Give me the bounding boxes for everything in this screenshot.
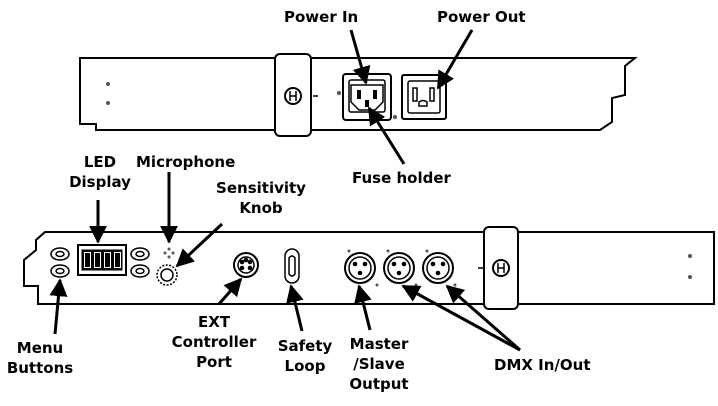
top-screw-2 — [106, 101, 110, 105]
arrow-menu-buttons — [49, 278, 68, 335]
arrow-power-in — [349, 29, 371, 85]
power-out-outlet — [401, 74, 447, 120]
label-line: LED — [83, 153, 117, 171]
label-line: Display — [69, 173, 131, 191]
label-menu-buttons: Menu Buttons — [2, 338, 78, 378]
menu-buttons-left — [50, 247, 70, 278]
label-microphone: Microphone — [136, 153, 236, 171]
label-line: EXT — [197, 313, 231, 331]
safety-loop — [284, 248, 300, 284]
menu-buttons-right — [130, 247, 150, 278]
label-dmx-in-out: DMX In/Out — [494, 356, 591, 374]
arrow-ext-port — [217, 277, 243, 305]
sensitivity-knob — [156, 264, 178, 286]
label-line: Buttons — [6, 359, 74, 377]
arrow-dmx-in — [401, 284, 521, 352]
label-line: Menu — [16, 339, 64, 357]
ext-controller-port — [233, 252, 259, 278]
label-master-slave-output: Master /Slave Output — [344, 334, 414, 394]
label-line: Safety — [277, 337, 333, 355]
label-line: Controller — [171, 333, 257, 351]
label-line: Loop — [284, 357, 326, 375]
bottom-screw-1 — [688, 254, 692, 258]
label-line: Knob — [239, 199, 283, 217]
label-power-in: Power In — [284, 8, 359, 26]
xlr-connector-dmx-in — [383, 249, 418, 287]
top-rail-left — [79, 57, 293, 131]
label-line: Port — [196, 353, 232, 371]
bottom-screw-2 — [688, 275, 692, 279]
label-ext-controller-port: EXT Controller Port — [168, 312, 260, 372]
arrow-safety-loop — [286, 284, 304, 332]
top-screw-1 — [106, 82, 110, 86]
label-line: Output — [349, 375, 409, 393]
microphone-icon — [163, 247, 175, 259]
label-fuse-holder: Fuse holder — [352, 169, 451, 187]
label-line: Master — [349, 335, 409, 353]
arrow-dmx-out — [445, 284, 521, 352]
callout-arrows — [49, 29, 521, 352]
bottom-rail-right — [499, 231, 715, 305]
arrow-power-out — [436, 29, 474, 90]
bottom-panel — [23, 226, 715, 310]
label-line: /Slave — [353, 355, 405, 373]
label-safety-loop: Safety Loop — [272, 336, 338, 376]
power-in-socket — [337, 73, 397, 121]
label-sensitivity-knob: Sensitivity Knob — [212, 178, 310, 218]
label-power-out: Power Out — [437, 8, 526, 26]
xlr-connector-master-slave — [344, 249, 379, 287]
label-line: Sensitivity — [216, 179, 306, 197]
led-display — [77, 244, 127, 276]
arrow-master-slave — [354, 284, 372, 331]
label-led-display: LED Display — [64, 152, 136, 192]
arrow-fuse-holder — [367, 106, 406, 165]
arrow-sensitivity-knob — [175, 222, 224, 268]
xlr-connector-dmx-out — [422, 249, 457, 287]
